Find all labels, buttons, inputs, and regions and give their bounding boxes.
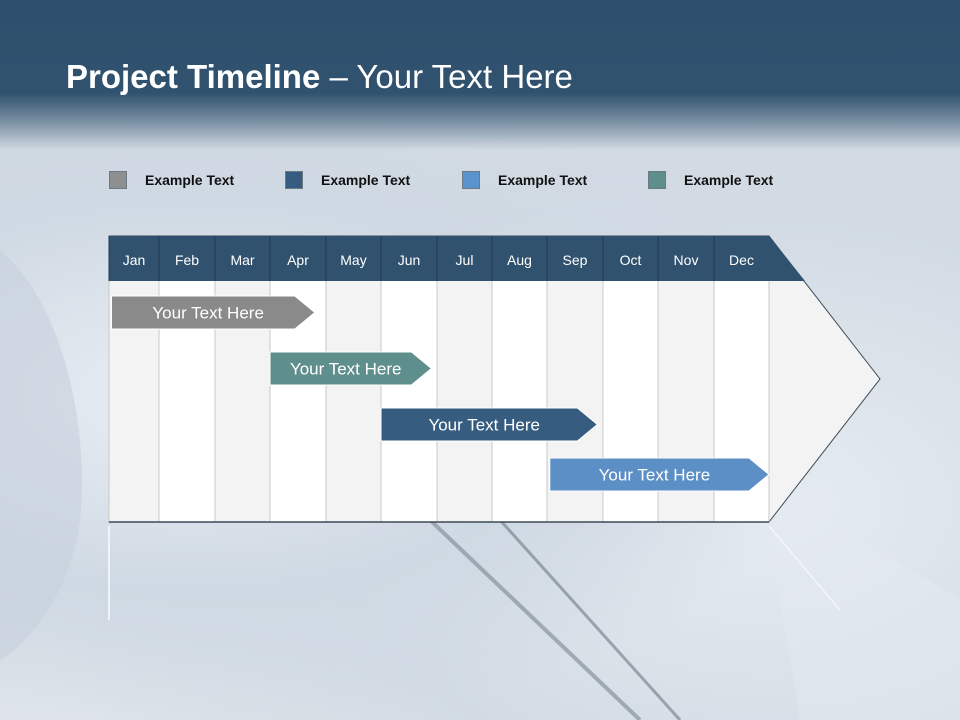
month-column bbox=[437, 281, 492, 522]
task-label-2: Your Text Here bbox=[290, 360, 402, 379]
title-bold: Project Timeline bbox=[66, 58, 321, 95]
task-bar-2 bbox=[269, 351, 433, 386]
task-bar-1 bbox=[111, 295, 316, 330]
month-header-band bbox=[109, 236, 805, 281]
month-column bbox=[381, 281, 437, 522]
month-label-jun: Jun bbox=[398, 252, 421, 268]
legend-swatch-navy bbox=[285, 171, 303, 189]
title-rest: – Your Text Here bbox=[320, 58, 573, 95]
legend-swatch-gray bbox=[109, 171, 127, 189]
task-bar-4 bbox=[549, 457, 770, 492]
legend-item-1: Example Text bbox=[109, 170, 234, 190]
month-label-oct: Oct bbox=[620, 252, 642, 268]
month-label-jul: Jul bbox=[456, 252, 474, 268]
legend-swatch-teal bbox=[648, 171, 666, 189]
task-bar-3 bbox=[380, 407, 599, 442]
task-label-3: Your Text Here bbox=[428, 416, 540, 435]
month-label-dec: Dec bbox=[729, 252, 754, 268]
legend-label: Example Text bbox=[145, 172, 235, 188]
month-label-nov: Nov bbox=[674, 252, 699, 268]
header-band bbox=[0, 0, 960, 150]
month-label-aug: Aug bbox=[507, 252, 532, 268]
legend-item-3: Example Text bbox=[462, 170, 587, 190]
month-label-apr: Apr bbox=[287, 252, 309, 268]
month-column bbox=[326, 281, 381, 522]
legend-item-4: Example Text bbox=[648, 170, 773, 190]
month-label-may: May bbox=[340, 252, 366, 268]
task-label-1: Your Text Here bbox=[152, 304, 264, 323]
legend-item-2: Example Text bbox=[285, 170, 410, 190]
task-label-4: Your Text Here bbox=[599, 466, 711, 485]
month-label-jan: Jan bbox=[123, 252, 146, 268]
month-label-sep: Sep bbox=[563, 252, 588, 268]
legend-label: Example Text bbox=[498, 172, 588, 188]
legend-label: Example Text bbox=[321, 172, 411, 188]
legend-label: Example Text bbox=[684, 172, 774, 188]
month-label-mar: Mar bbox=[230, 252, 254, 268]
legend-swatch-blue bbox=[462, 171, 480, 189]
month-column bbox=[492, 281, 547, 522]
month-label-feb: Feb bbox=[175, 252, 199, 268]
page-title: Project Timeline – Your Text Here bbox=[66, 58, 573, 96]
reflection-diagonal bbox=[768, 525, 841, 611]
